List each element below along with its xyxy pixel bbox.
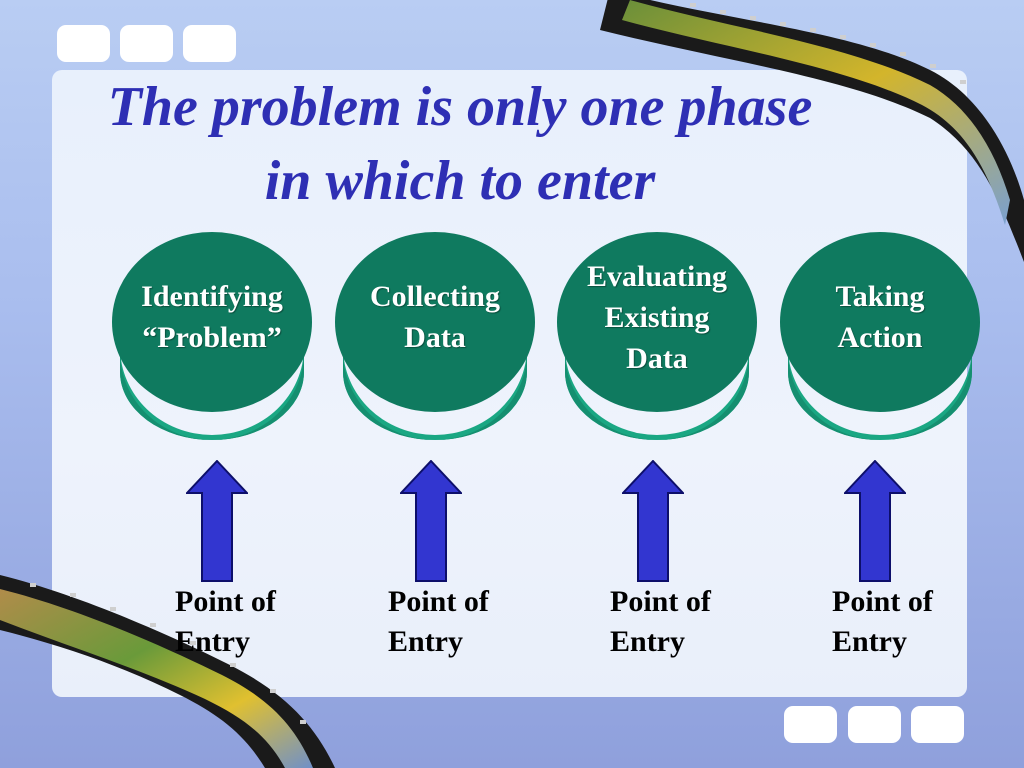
- phase-taking-action: Taking Action: [780, 232, 980, 442]
- decor-tab-bottom-2: [848, 706, 901, 743]
- entry-point-label: Point of Entry: [610, 585, 711, 658]
- cylinder-shape: [557, 232, 757, 440]
- up-arrow-icon: [186, 460, 248, 582]
- cylinder-shape: [780, 232, 980, 440]
- slide-title: The problem is only one phase in which t…: [107, 76, 813, 212]
- entry-point-label: Point of Entry: [832, 585, 933, 658]
- phase-label: Taking Action: [835, 280, 925, 354]
- phase-collecting-data: Collecting Data: [335, 232, 535, 442]
- cylinder-shape: [112, 232, 312, 440]
- phase-evaluating-existing-data: Evaluating Existing Data: [557, 232, 757, 442]
- entry-point-label: Point of Entry: [388, 585, 489, 658]
- phase-label: Evaluating Existing Data: [586, 259, 728, 375]
- phase-label: Collecting Data: [370, 280, 500, 354]
- film-strip-icon: [0, 575, 335, 768]
- phase-label: Identifying “Problem”: [141, 280, 283, 354]
- decor-tab-bottom-3: [911, 706, 964, 743]
- cylinder-shape: [335, 232, 535, 440]
- up-arrow-icon: [400, 460, 462, 582]
- film-strip-icon: [600, 0, 1024, 262]
- decor-tab-bottom-1: [784, 706, 837, 743]
- up-arrow-icon: [622, 460, 684, 582]
- decor-tab-top-2: [120, 25, 173, 62]
- up-arrow-icon: [844, 460, 906, 582]
- decor-tab-top-3: [183, 25, 236, 62]
- decor-tab-top-1: [57, 25, 110, 62]
- entry-point-label: Point of Entry: [175, 585, 276, 658]
- phase-identifying-problem: Identifying “Problem”: [112, 232, 312, 442]
